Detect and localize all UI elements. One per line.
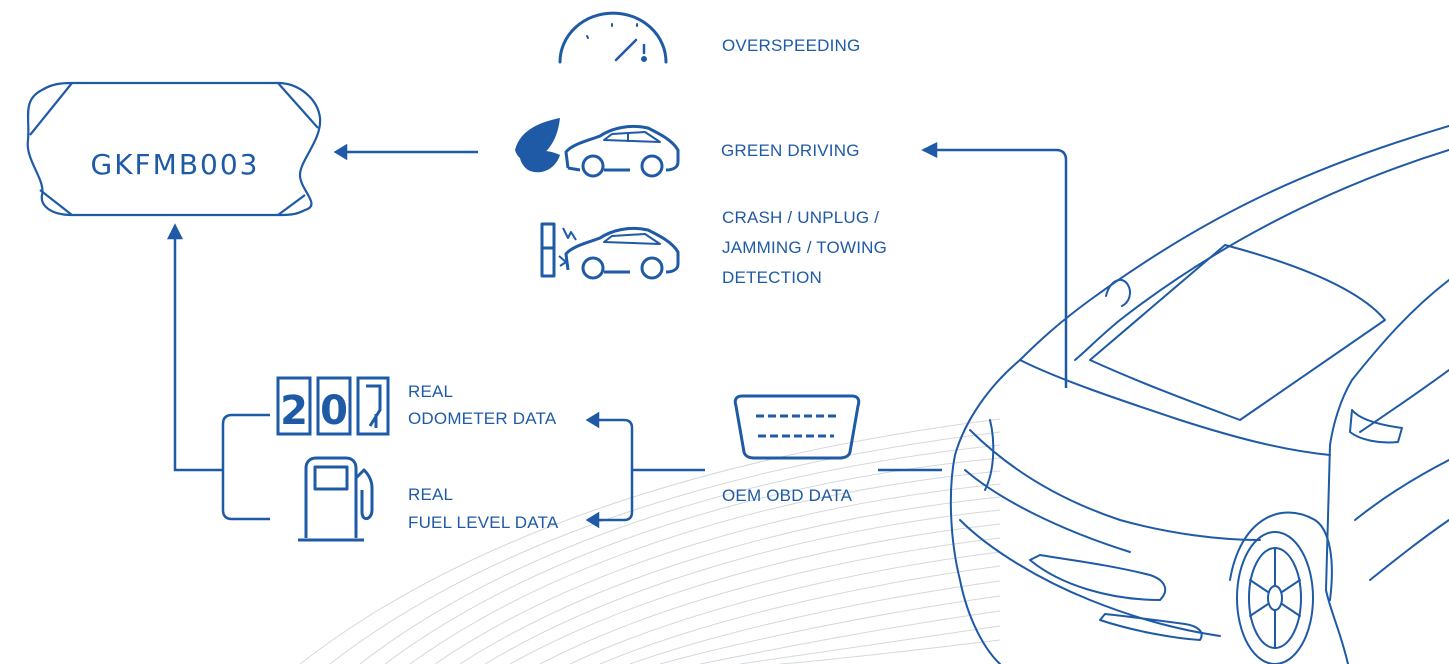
odometer-label-line-2: ODOMETER DATA bbox=[408, 409, 557, 428]
obd-bracket bbox=[585, 411, 705, 529]
fuel-label-line-2: FUEL LEVEL DATA bbox=[408, 513, 559, 532]
fuel-label-line-1: REAL bbox=[408, 485, 454, 504]
leaf-icon bbox=[515, 118, 560, 173]
crash-detection-line-2: JAMMING / TOWING bbox=[722, 238, 888, 257]
car-to-green-driving-arrow bbox=[921, 141, 1068, 388]
crash-car-icon bbox=[540, 222, 680, 280]
arrow-up-to-device bbox=[166, 223, 223, 472]
car-outline bbox=[949, 125, 1449, 664]
green-driving-label: GREEN DRIVING bbox=[721, 141, 860, 160]
fuel-pump-icon bbox=[298, 456, 374, 542]
device-box bbox=[26, 81, 322, 217]
left-bracket bbox=[221, 413, 270, 521]
terrain-lines bbox=[299, 418, 1001, 664]
odometer-digit-2: 0 bbox=[320, 388, 348, 434]
obd-port-icon bbox=[733, 394, 861, 460]
crash-detection-line-1: CRASH / UNPLUG / bbox=[722, 208, 880, 227]
speedometer-icon bbox=[558, 11, 668, 64]
odometer-label-line-1: REAL bbox=[408, 382, 454, 401]
crash-detection-line-3: DETECTION bbox=[722, 268, 823, 287]
odometer-icon: 2 0 bbox=[276, 376, 390, 436]
overspeeding-label: OVERSPEEDING bbox=[722, 36, 861, 55]
obd-data-label: OEM OBD DATA bbox=[722, 486, 853, 505]
device-name-label: GKFMB003 bbox=[90, 148, 260, 181]
arrow-to-device bbox=[333, 143, 478, 161]
odometer-digit-1: 2 bbox=[280, 388, 308, 434]
car-icon bbox=[564, 124, 680, 178]
